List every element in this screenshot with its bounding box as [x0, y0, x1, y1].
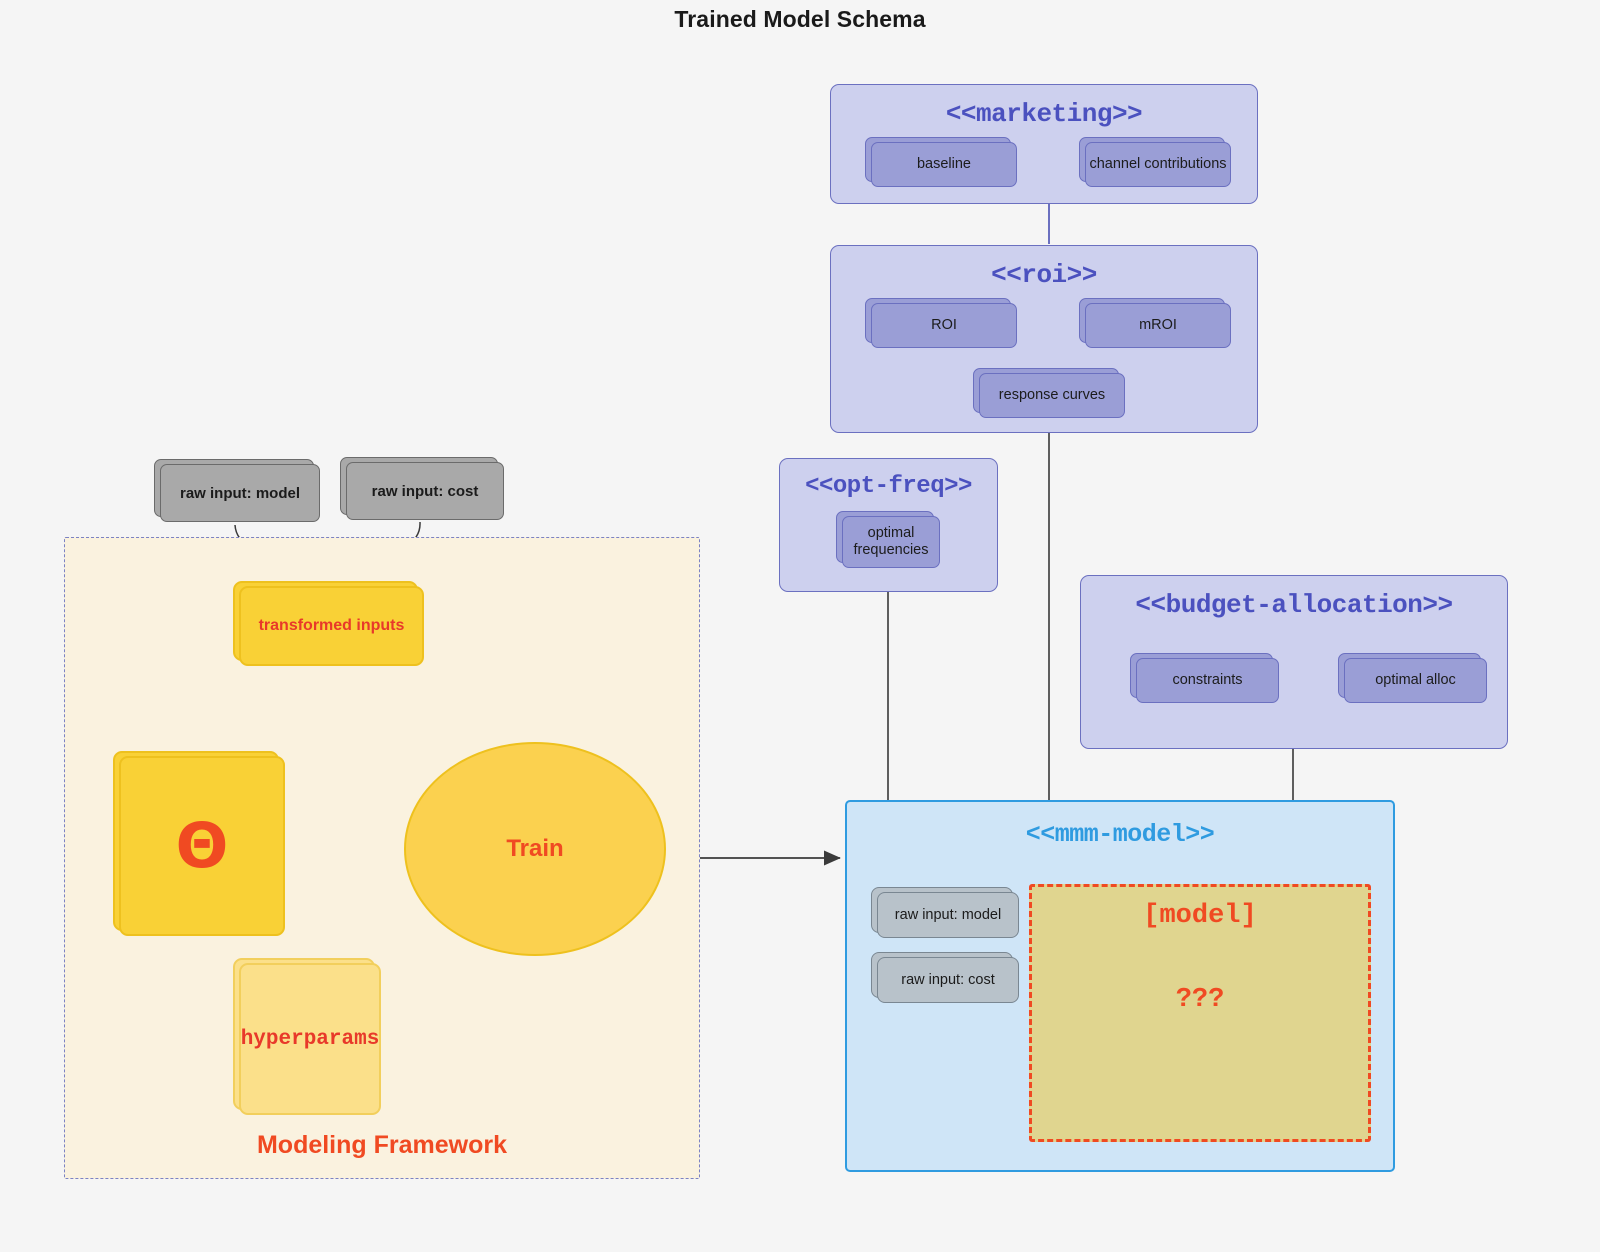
- package-marketing: <<marketing>> baseline channel contribut…: [830, 84, 1258, 204]
- model-placeholder-title: [model]: [1143, 901, 1257, 931]
- card-optimal-frequencies[interactable]: optimal frequencies: [836, 511, 940, 568]
- page-title: Trained Model Schema: [674, 6, 926, 32]
- card-mmm-raw-input-cost[interactable]: raw input: cost: [871, 952, 1019, 1003]
- package-budget-allocation-title: <<budget-allocation>>: [1135, 590, 1453, 620]
- card-front: ROI: [871, 303, 1017, 348]
- card-optimal-alloc[interactable]: optimal alloc: [1338, 653, 1487, 703]
- package-mmm-model: <<mmm-model>> raw input: model raw input…: [845, 800, 1395, 1172]
- package-roi-title: <<roi>>: [991, 260, 1097, 290]
- theta-card[interactable]: Θ: [113, 751, 285, 936]
- hyperparams-card[interactable]: hyperparams: [233, 958, 381, 1115]
- modeling-framework-label: Modeling Framework: [256, 1131, 508, 1159]
- card-front: raw input: cost: [877, 957, 1019, 1003]
- train-label: Train: [506, 835, 564, 862]
- card-front: channel contributions: [1085, 142, 1231, 187]
- package-marketing-title: <<marketing>>: [945, 99, 1143, 129]
- card-front: baseline: [871, 142, 1017, 187]
- card-channel-contributions[interactable]: channel contributions: [1079, 137, 1231, 187]
- card-baseline[interactable]: baseline: [865, 137, 1017, 187]
- card-mroi[interactable]: mROI: [1079, 298, 1231, 348]
- card-front: Θ: [119, 756, 285, 936]
- card-front: response curves: [979, 373, 1125, 418]
- theta-symbol-icon: Θ: [175, 809, 229, 882]
- card-front: raw input: model: [877, 892, 1019, 938]
- raw-input-model-card[interactable]: raw input: model: [154, 459, 320, 522]
- card-response-curves[interactable]: response curves: [973, 368, 1125, 418]
- card-front: raw input: cost: [346, 462, 504, 520]
- card-front: raw input: model: [160, 464, 320, 522]
- card-roi[interactable]: ROI: [865, 298, 1017, 348]
- package-roi: <<roi>> ROI mROI response curves: [830, 245, 1258, 433]
- card-front: transformed inputs: [239, 586, 424, 666]
- package-budget-allocation: <<budget-allocation>> constraints optima…: [1080, 575, 1508, 749]
- model-placeholder-unknown: ???: [1175, 985, 1225, 1015]
- card-mmm-raw-input-model[interactable]: raw input: model: [871, 887, 1019, 938]
- transformed-inputs-card[interactable]: transformed inputs: [233, 581, 424, 666]
- card-front: optimal frequencies: [842, 516, 940, 568]
- model-placeholder-box[interactable]: [model] ???: [1029, 884, 1371, 1142]
- train-node[interactable]: Train: [404, 742, 666, 956]
- card-front: constraints: [1136, 658, 1279, 703]
- card-front: mROI: [1085, 303, 1231, 348]
- card-constraints[interactable]: constraints: [1130, 653, 1279, 703]
- package-mmm-model-title: <<mmm-model>>: [1025, 820, 1215, 849]
- card-front: hyperparams: [239, 963, 381, 1115]
- package-opt-freq: <<opt-freq>> optimal frequencies: [779, 458, 998, 592]
- raw-input-cost-card[interactable]: raw input: cost: [340, 457, 504, 520]
- package-opt-freq-title: <<opt-freq>>: [805, 473, 972, 500]
- card-front: optimal alloc: [1344, 658, 1487, 703]
